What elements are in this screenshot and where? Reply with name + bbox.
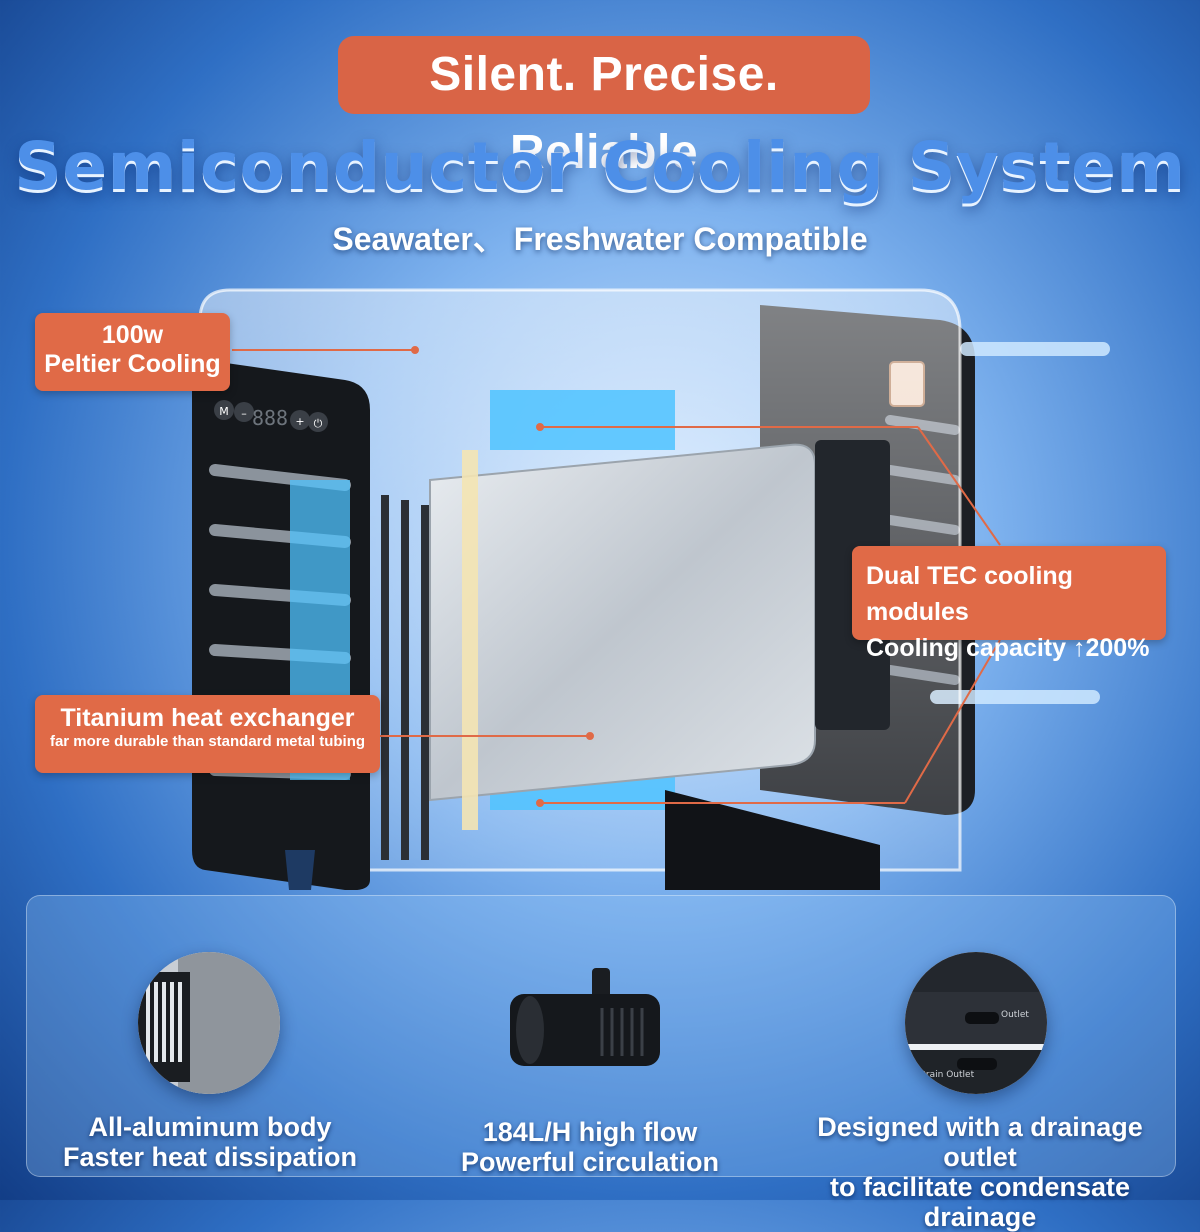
drainage-outlet-photo: Outlet Drain Outlet [905, 952, 1047, 1094]
pump-base [665, 790, 880, 890]
btn-minus-label: – [241, 407, 247, 420]
feature-aluminum-line1: All-aluminum body [88, 1112, 332, 1142]
callout-tec-line1: Dual TEC cooling modules [866, 562, 1073, 626]
feature-drainage: Designed with a drainage outlet to facil… [780, 1112, 1180, 1232]
callout-peltier-line2: Peltier Cooling [44, 350, 221, 378]
callout-tec-line2: Cooling capacity ↑200% [866, 634, 1150, 662]
feature-flow: 184L/H high flow Powerful circulation [420, 1117, 760, 1177]
callout-peltier: 100w Peltier Cooling [35, 313, 230, 391]
feature-aluminum: All-aluminum body Faster heat dissipatio… [40, 1112, 380, 1172]
tec-glow-top [490, 390, 675, 450]
outlet-tube [930, 690, 1100, 704]
control-buttons [214, 400, 328, 432]
inlet-tube [960, 342, 1110, 356]
page-subtitle: Seawater、 Freshwater Compatible [332, 221, 868, 257]
drain-outlet-label: Drain Outlet [919, 1070, 975, 1080]
feature-flow-line1: 184L/H high flow [482, 1117, 698, 1147]
foot-left [285, 850, 315, 890]
temperature-display: 888 [252, 406, 288, 430]
feature-drainage-line1: Designed with a drainage outlet [817, 1112, 1143, 1172]
feature-drainage-line2: to facilitate condensate drainage [829, 1172, 1131, 1232]
aluminum-body-photo [138, 952, 280, 1094]
btn-m-label: M [219, 405, 229, 418]
outlet-label: Outlet [1001, 1010, 1029, 1020]
callout-titanium-line2: far more durable than standard metal tub… [49, 733, 366, 750]
callout-titanium-line1: Titanium heat exchanger [60, 704, 355, 732]
feature-flow-line2: Powerful circulation [460, 1147, 720, 1177]
btn-power-label: ⏻ [314, 417, 323, 430]
tagline-badge: Silent. Precise. Reliable [338, 36, 870, 179]
pump-photo [510, 968, 660, 1068]
page-title: Semiconductor Cooling System [14, 128, 1186, 205]
feature-aluminum-line2: Faster heat dissipation [62, 1142, 358, 1172]
btn-plus-label: + [295, 415, 304, 428]
callout-tec: Dual TEC cooling modules Cooling capacit… [852, 546, 1166, 662]
callout-peltier-line1: 100w [101, 321, 164, 349]
callout-titanium: Titanium heat exchanger far more durable… [35, 695, 380, 773]
aluminum-block [429, 443, 816, 802]
